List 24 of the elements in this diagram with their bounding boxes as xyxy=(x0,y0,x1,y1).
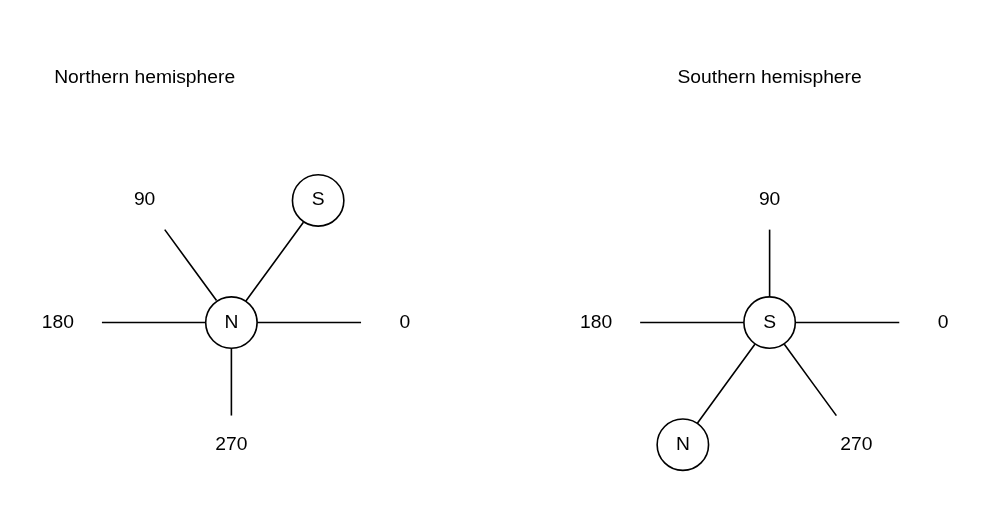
label: Northern hemisphere xyxy=(54,66,236,88)
node-circle: N xyxy=(204,296,258,350)
connector xyxy=(783,343,838,417)
connector xyxy=(230,348,233,417)
node-text: 270 xyxy=(215,432,248,454)
node-text: 180 xyxy=(580,310,613,332)
connector xyxy=(101,321,207,324)
connector xyxy=(256,321,362,324)
node-circle: N xyxy=(656,418,710,472)
node-circle: S xyxy=(291,173,345,227)
connector xyxy=(639,321,745,324)
connector xyxy=(245,221,305,302)
node-text: 270 xyxy=(840,432,873,454)
node-text: 90 xyxy=(758,188,781,210)
node-text: 90 xyxy=(133,188,156,210)
connector xyxy=(768,228,771,298)
connector xyxy=(794,321,901,324)
label: Southern hemisphere xyxy=(677,66,862,88)
connector xyxy=(163,228,218,302)
node-text: 0 xyxy=(399,310,411,332)
connector xyxy=(696,343,756,424)
node-circle: S xyxy=(743,296,797,350)
node-text: 0 xyxy=(937,310,949,332)
node-text: 180 xyxy=(41,310,74,332)
